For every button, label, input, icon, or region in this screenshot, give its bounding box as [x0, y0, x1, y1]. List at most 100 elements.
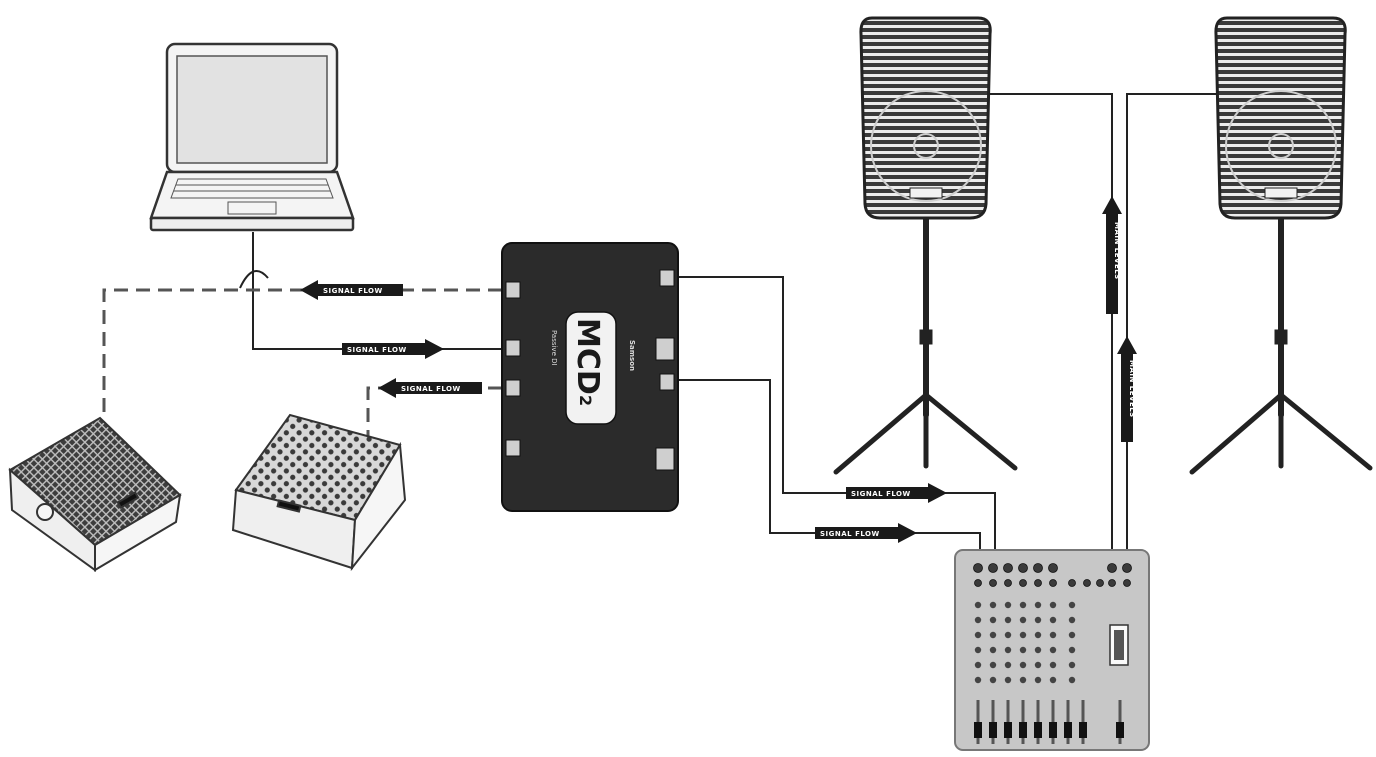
di-box-subtitle: Passive DI: [550, 330, 558, 366]
di-jack-in-1: [505, 339, 521, 357]
mixer-knob: [1034, 646, 1042, 654]
arrow-icon: [1117, 336, 1137, 442]
mixer-knob: [1019, 631, 1027, 639]
mixer-fader-cap: [1034, 722, 1042, 738]
di-box-jacks: [505, 269, 675, 471]
signal-flow-arrow-2: SIGNAL FLOW: [342, 339, 444, 359]
mixer-knob: [1068, 646, 1076, 654]
mixer-fader-cap: [1079, 722, 1087, 738]
wedge-left-badge: [116, 491, 140, 509]
mixer-knob: [989, 676, 997, 684]
mixer-fader-cap: [1049, 722, 1057, 738]
laptop-trackpad: [227, 201, 277, 215]
di-box-brand: Samson: [628, 340, 636, 371]
speaker-left-cabinet: [859, 16, 992, 220]
mixer-knob: [1004, 661, 1012, 669]
speaker-right-badge: [1264, 187, 1298, 199]
mixer-faders: [974, 700, 1124, 744]
mixer-knob: [989, 631, 997, 639]
arrow-icon: [846, 483, 947, 503]
monitor-wedge-left: [8, 416, 182, 572]
arrow-icon: [815, 523, 917, 543]
speaker-stand-right: [1189, 209, 1373, 475]
mixer-knob: [1068, 601, 1076, 609]
di-box-logo: MCD: [570, 318, 605, 395]
speaker-right-cabinet: [1214, 16, 1347, 220]
di-jack-thru-1: [505, 281, 521, 299]
mixer-knob: [1004, 601, 1012, 609]
signal-flow-label-4: SIGNAL FLOW: [851, 490, 911, 498]
mixer-input-jacks: [973, 563, 1132, 587]
laptop: [149, 42, 355, 232]
cable-di-out1-to-mixer: [678, 276, 996, 560]
speaker-left-woofer: [870, 90, 982, 202]
wedge-left-port: [36, 503, 54, 521]
mixer-fader-cap: [1116, 722, 1124, 738]
mixer-knob: [1068, 616, 1076, 624]
main-levels-arrow-2: MAIN LEVELS: [1117, 336, 1137, 442]
mixer-knob: [974, 631, 982, 639]
cable-mixer-to-speaker-right: [1126, 93, 1220, 560]
wedge-right-badge: [276, 499, 302, 513]
mixer-knob: [1049, 616, 1057, 624]
di-box: MCD 2 Passive DI Samson: [501, 242, 679, 512]
laptop-edge: [149, 216, 355, 232]
mixer-knob: [974, 646, 982, 654]
signal-flow-arrow-1: SIGNAL FLOW: [300, 280, 403, 300]
signal-flow-label-3: SIGNAL FLOW: [401, 385, 461, 393]
mixer-knob: [1049, 631, 1057, 639]
laptop-keyboard: [170, 178, 334, 199]
mixer-fader-cap: [974, 722, 982, 738]
mixer-knob: [1034, 616, 1042, 624]
mixer-knob: [1004, 646, 1012, 654]
mixer-knob: [1068, 631, 1076, 639]
wedge-right-side: [350, 441, 407, 572]
speaker-left-badge: [909, 187, 943, 199]
mixer-knob: [1034, 631, 1042, 639]
mixer-fader-cap: [1004, 722, 1012, 738]
cable-di-to-wedge-left: [102, 288, 502, 420]
mixer-knob: [1034, 601, 1042, 609]
mixer-knob: [1049, 601, 1057, 609]
monitor-wedge-right: [231, 413, 407, 572]
mixer-knob: [1049, 661, 1057, 669]
di-jack-thru-2: [505, 379, 521, 397]
pa-speaker-left: [833, 16, 1018, 475]
mixer-knob: [1049, 676, 1057, 684]
mixer-knob: [974, 616, 982, 624]
mixer-knob: [1019, 646, 1027, 654]
mixer-knob: [1019, 601, 1027, 609]
mixer-meter-inner: [1114, 630, 1124, 660]
mixer-knob: [974, 601, 982, 609]
mixer-knob: [1068, 676, 1076, 684]
mixer-knob: [1049, 646, 1057, 654]
speaker-left-dustcap: [913, 133, 939, 159]
speaker-stand-left: [833, 209, 1018, 475]
cable-mixer-to-speaker-left: [990, 93, 1113, 560]
speaker-right-dustcap: [1268, 133, 1294, 159]
di-box-logo-plate: [565, 311, 617, 425]
mixer-knob: [1019, 676, 1027, 684]
arrow-icon: [342, 339, 444, 359]
mixer-knob: [1019, 661, 1027, 669]
di-jack-xlr-2: [655, 447, 675, 471]
wedge-left-side: [94, 493, 182, 572]
di-jack-out-1: [659, 269, 675, 287]
mixer-knob: [974, 676, 982, 684]
main-levels-label-2: MAIN LEVELS: [1128, 360, 1136, 418]
mixer-knob: [989, 661, 997, 669]
di-box-model: 2: [576, 395, 595, 406]
mixer-knobs: [974, 601, 1076, 684]
signal-flow-arrow-3: SIGNAL FLOW: [378, 378, 482, 398]
signal-flow-labels: SIGNAL FLOW SIGNAL FLOW SIGNAL FLOW SIGN…: [300, 196, 1137, 543]
mixer-knob: [1004, 676, 1012, 684]
mixer-knob: [989, 616, 997, 624]
laptop-screen: [176, 55, 328, 164]
mixer-fader-cap: [989, 722, 997, 738]
mixer-knob: [1004, 631, 1012, 639]
mixer: [954, 549, 1150, 751]
mixer-knob: [1068, 661, 1076, 669]
signal-flow-label-5: SIGNAL FLOW: [820, 530, 880, 538]
di-jack-xlr-1: [655, 337, 675, 361]
